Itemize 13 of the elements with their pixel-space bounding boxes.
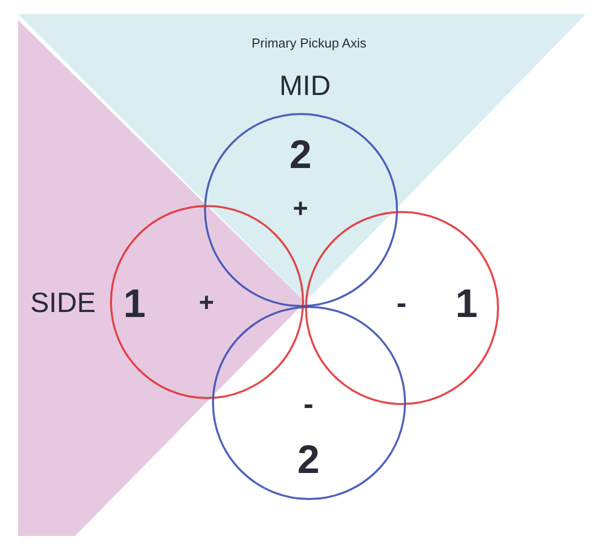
polarity-label: + <box>198 288 214 314</box>
axis-label: SIDE <box>30 289 96 317</box>
polarity-label: - <box>396 288 406 318</box>
polarity-label: - <box>304 390 314 420</box>
polarity-label: 1 <box>123 284 146 324</box>
axis-label: Primary Pickup Axis <box>252 36 366 50</box>
polarity-label: 2 <box>297 440 320 480</box>
polarity-label: 1 <box>455 284 478 324</box>
polar-pattern-circle <box>212 306 406 500</box>
axis-label: MID <box>279 72 331 100</box>
polar-pattern-circle <box>305 211 499 405</box>
polarity-label: 2 <box>289 134 312 174</box>
polarity-label: + <box>292 194 308 220</box>
